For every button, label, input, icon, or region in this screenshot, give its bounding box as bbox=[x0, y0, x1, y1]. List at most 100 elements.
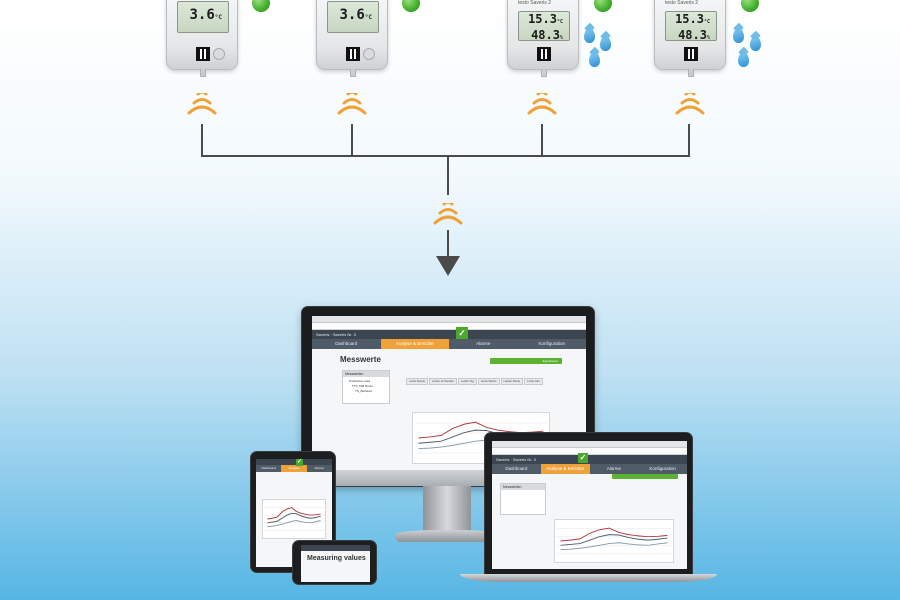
chart-series-line-1 bbox=[560, 527, 668, 542]
logger-button bbox=[363, 48, 375, 60]
logger-3: testo Saveris 2 15.3°C 48.3% bbox=[507, 0, 579, 77]
water-drop-icon bbox=[733, 28, 744, 43]
export-button[interactable]: Exportieren bbox=[490, 358, 562, 364]
humidity-reading: 48.3 bbox=[531, 28, 560, 42]
logger-display: 3.6°C bbox=[177, 1, 229, 33]
status-led-icon bbox=[252, 0, 270, 12]
chart-series-line-2 bbox=[560, 534, 668, 546]
logger-display: 15.3°C 48.3% bbox=[665, 11, 717, 42]
wireless-signal-icon bbox=[527, 93, 557, 115]
logger-display: 15.3°C 48.3% bbox=[518, 11, 570, 42]
temperature-reading: 3.6 bbox=[339, 7, 365, 23]
browser-tab-bar bbox=[312, 316, 586, 323]
monitor-screen: Saveris · Saveris Nr. 3 ✓ Dashboard Anal… bbox=[312, 316, 586, 470]
app-header bbox=[301, 545, 370, 551]
connector-line bbox=[541, 124, 543, 157]
wireless-signal-icon bbox=[675, 93, 705, 115]
temperature-unit: °C bbox=[703, 19, 710, 25]
qr-code-icon bbox=[537, 47, 551, 61]
range-button[interactable]: Letzter Tag bbox=[457, 378, 477, 385]
temperature-unit: °C bbox=[364, 14, 372, 21]
status-led-icon bbox=[741, 0, 759, 12]
chart-series-line-3 bbox=[267, 520, 321, 528]
monitor-stand bbox=[423, 486, 471, 532]
laptop: Saveris · Saveris Nr. 3 ✓ Dashboard Anal… bbox=[484, 432, 693, 575]
water-drop-icon bbox=[589, 52, 600, 67]
tree-item[interactable]: Production area bbox=[349, 379, 371, 383]
arrow-down-icon bbox=[436, 256, 460, 276]
tree-header: Messstellen bbox=[343, 371, 389, 377]
temperature-reading: 15.3 bbox=[675, 12, 704, 26]
water-drop-icon bbox=[738, 52, 749, 67]
app-header-title: Saveris · Saveris Nr. 3 bbox=[496, 457, 536, 462]
browser-url-bar[interactable] bbox=[312, 323, 586, 330]
temperature-reading: 15.3 bbox=[528, 12, 557, 26]
connector-line bbox=[351, 124, 353, 157]
water-drop-icon bbox=[600, 36, 611, 51]
logger-4: testo Saveris 2 15.3°C 48.3% bbox=[654, 0, 726, 77]
connector-line bbox=[447, 230, 449, 258]
export-button[interactable] bbox=[612, 474, 678, 479]
location-tree: Messstellen bbox=[500, 483, 546, 515]
connector-line bbox=[201, 124, 203, 157]
nav-item-dashboard[interactable]: Dashboard bbox=[335, 341, 358, 346]
app-nav: Dashboard Analyse Alarme bbox=[256, 465, 332, 472]
status-check-icon: ✓ bbox=[456, 327, 468, 339]
nav-item-analysis[interactable]: Analyse & Berichte bbox=[540, 464, 590, 474]
tree-item[interactable]: TTC TAB Room bbox=[352, 384, 374, 388]
app-nav: Dashboard Analyse & Berichte Alarme Konf… bbox=[312, 339, 586, 349]
wireless-signal-icon bbox=[433, 203, 463, 225]
app-header: Saveris · Saveris Nr. 3 ✓ bbox=[492, 453, 687, 464]
page-title: Messwerte bbox=[340, 355, 381, 364]
temperature-unit: °C bbox=[556, 19, 563, 25]
nav-item-dashboard[interactable]: Dashboard bbox=[261, 466, 276, 470]
status-led-icon bbox=[594, 0, 612, 12]
browser-url-bar[interactable] bbox=[492, 448, 687, 455]
status-check-icon: ✓ bbox=[578, 453, 588, 463]
logger-button bbox=[213, 48, 225, 60]
water-drop-icon bbox=[750, 36, 761, 51]
connector-bus-line bbox=[201, 155, 690, 157]
range-button[interactable]: Letzte Stunde bbox=[406, 378, 429, 385]
nav-item-configuration[interactable]: Konfiguration bbox=[649, 466, 676, 471]
temperature-unit: °C bbox=[214, 14, 222, 21]
chart-series-line-2 bbox=[267, 512, 321, 524]
app-nav: Dashboard Analyse & Berichte Alarme Konf… bbox=[492, 464, 687, 474]
logger-display: 3.6°C bbox=[327, 1, 379, 33]
phone-page-title: Measuring values bbox=[307, 555, 366, 562]
wireless-signal-icon bbox=[187, 93, 217, 115]
nav-item-alarms[interactable]: Alarme bbox=[314, 466, 325, 470]
nav-item-analysis[interactable]: Analyse bbox=[281, 465, 307, 472]
qr-code-icon bbox=[346, 47, 360, 61]
logger-brand: testo Saveris 2 bbox=[665, 0, 699, 6]
monitor-stand-base bbox=[395, 530, 500, 542]
browser-tab-bar bbox=[492, 441, 687, 448]
laptop-base bbox=[460, 574, 717, 582]
app-header: ✓ bbox=[256, 459, 332, 466]
logger-brand: testo Saveris 2 bbox=[518, 0, 552, 6]
status-led-icon bbox=[402, 0, 420, 12]
smartphone: Measuring values bbox=[292, 540, 377, 585]
range-button[interactable]: Letzter 12 Stunden bbox=[429, 378, 457, 385]
humidity-unit: % bbox=[559, 35, 563, 41]
range-button[interactable]: Letzten Monat bbox=[500, 378, 523, 385]
nav-item-configuration[interactable]: Konfiguration bbox=[538, 341, 566, 346]
desktop-monitor: Saveris · Saveris Nr. 3 ✓ Dashboard Anal… bbox=[301, 306, 595, 487]
laptop-screen: Saveris · Saveris Nr. 3 ✓ Dashboard Anal… bbox=[492, 441, 687, 569]
tree-item[interactable]: TS_Behavior bbox=[355, 389, 373, 393]
logger-1: 3.6°C bbox=[166, 0, 238, 77]
nav-item-analysis[interactable]: Analyse & Berichte bbox=[380, 339, 449, 349]
measurement-chart bbox=[554, 519, 674, 563]
nav-item-alarms[interactable]: Alarme bbox=[476, 341, 491, 346]
connector-line bbox=[688, 124, 690, 157]
range-button[interactable]: Letzte Woche bbox=[477, 378, 500, 385]
range-buttons: Letzte Stunde Letzter 12 Stunden Letzter… bbox=[406, 378, 543, 385]
tree-header: Messstellen bbox=[501, 484, 545, 490]
nav-item-dashboard[interactable]: Dashboard bbox=[505, 466, 528, 471]
logger-2: 3.6°C bbox=[316, 0, 388, 77]
wireless-signal-icon bbox=[337, 93, 367, 115]
water-drop-icon bbox=[584, 28, 595, 43]
status-check-icon: ✓ bbox=[296, 459, 303, 466]
range-button[interactable]: Letzte Jahr bbox=[524, 378, 543, 385]
nav-item-alarms[interactable]: Alarme bbox=[606, 466, 621, 471]
